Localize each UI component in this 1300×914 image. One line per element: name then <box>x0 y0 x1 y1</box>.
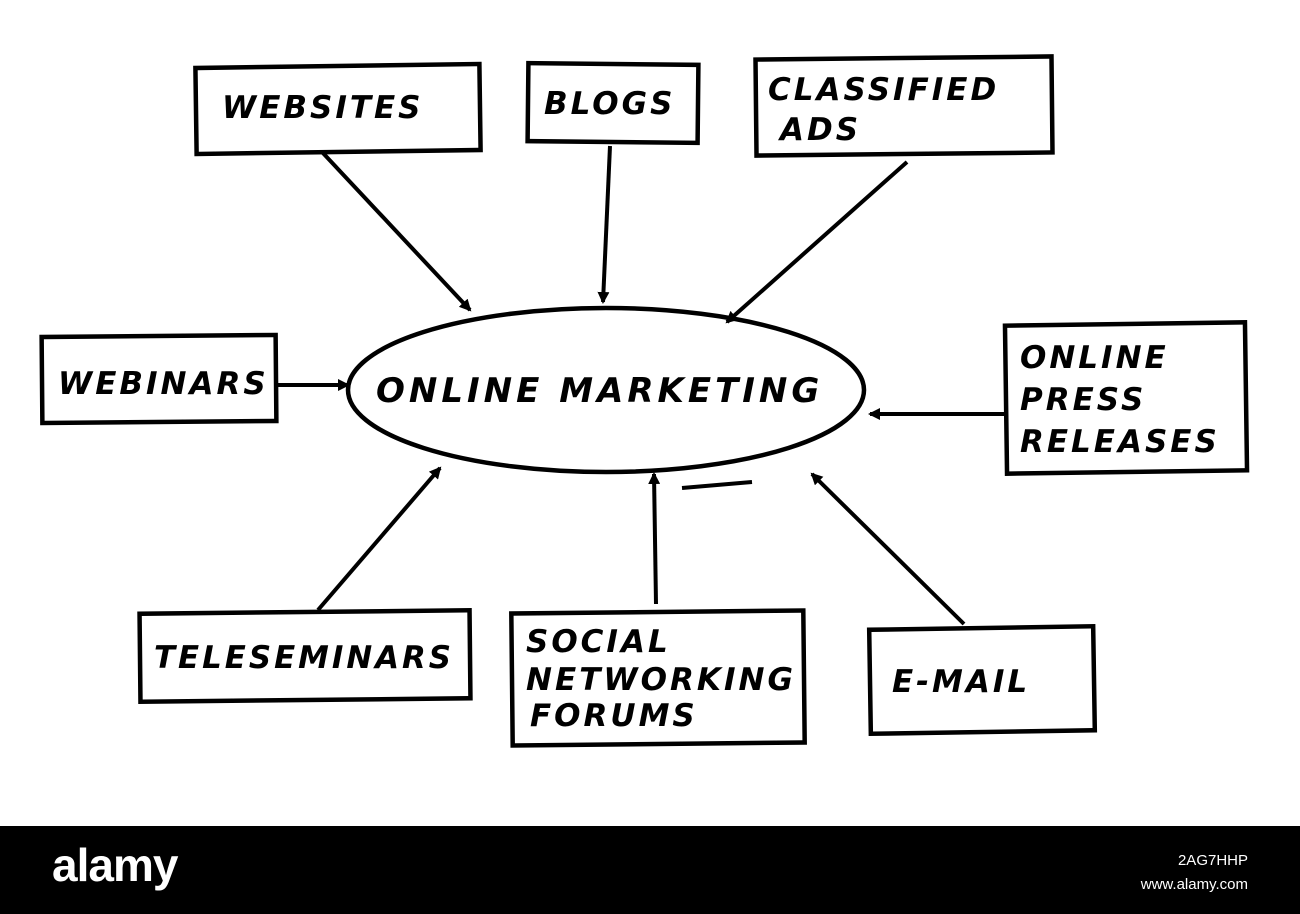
node-label-line-2: NETWORKING <box>526 662 796 698</box>
node-websites: WEBSITES <box>193 61 483 157</box>
center-underline <box>681 480 753 490</box>
node-label-line-3: FORUMS <box>530 698 698 734</box>
node-classified-ads: CLASSIFIED ADS <box>753 54 1055 158</box>
diagram-canvas: ONLINE MARKETING WEBSITES BLOGS CLASSIFI… <box>39 54 1250 748</box>
node-label-line-2: PRESS <box>1020 382 1146 418</box>
node-box <box>509 608 807 748</box>
node-box <box>525 60 701 146</box>
node-box <box>753 54 1055 158</box>
arrow-teleseminars <box>316 466 442 612</box>
arrow-classified-ads <box>725 160 909 324</box>
node-label-line-3: RELEASES <box>1020 424 1220 460</box>
node-box <box>137 608 473 704</box>
node-label-line-2: ADS <box>777 112 861 148</box>
node-label: WEBINARS <box>58 366 269 402</box>
node-blogs: BLOGS <box>525 60 701 146</box>
mind-map-diagram: ONLINE MARKETING WEBSITES BLOGS CLASSIFI… <box>39 54 1250 748</box>
arrow-blogs <box>597 145 612 304</box>
node-label-line-1: SOCIAL <box>526 624 671 660</box>
node-online-press-releases: ONLINE PRESS RELEASES <box>1002 320 1250 476</box>
center-node: ONLINE MARKETING <box>345 305 867 490</box>
node-label: TELESEMINARS <box>154 640 454 676</box>
arrow-e-mail <box>810 472 966 626</box>
node-social-networking-forums: SOCIAL NETWORKING FORUMS <box>509 608 807 748</box>
node-box <box>193 61 483 157</box>
node-e-mail: E-MAIL <box>866 623 1098 737</box>
node-label: BLOGS <box>544 86 675 122</box>
node-label: E-MAIL <box>892 664 1030 700</box>
node-teleseminars: TELESEMINARS <box>137 608 473 704</box>
node-label: WEBSITES <box>222 90 424 126</box>
node-box <box>39 332 279 426</box>
node-box <box>1002 320 1250 476</box>
center-label: ONLINE MARKETING <box>376 371 823 411</box>
source-url-label: www.alamy.com <box>1140 876 1248 893</box>
center-ellipse <box>345 305 867 475</box>
node-box <box>866 623 1098 737</box>
alamy-logo: alamy <box>52 839 178 891</box>
arrow-social-networking-forums <box>648 472 661 605</box>
node-label-line-1: ONLINE <box>1020 340 1169 376</box>
image-id-label: 2AG7HHP <box>1177 852 1248 869</box>
node-label-line-1: CLASSIFIED <box>768 72 999 108</box>
node-webinars: WEBINARS <box>39 332 279 426</box>
arrow-websites <box>320 150 472 312</box>
connector-arrows <box>278 145 1004 626</box>
stock-watermark-footer: alamy 2AG7HHP www.alamy.com <box>0 826 1300 914</box>
